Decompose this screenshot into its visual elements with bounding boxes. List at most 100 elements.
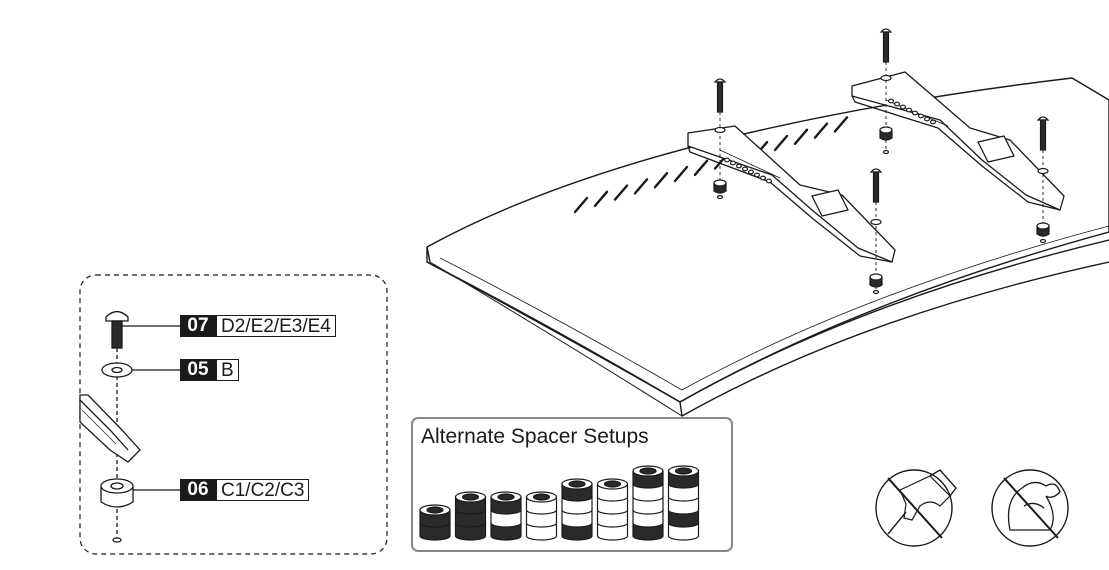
vent-slot xyxy=(793,128,809,146)
spacer-bore xyxy=(461,493,480,501)
no-power-drill-icon xyxy=(875,469,957,547)
spacer-bore xyxy=(426,506,444,514)
bracket-hole xyxy=(723,157,730,163)
spacer-stack xyxy=(525,491,558,541)
spacer-segment xyxy=(561,522,593,541)
detail-exploded-view xyxy=(79,310,180,543)
bracket-hole xyxy=(929,119,936,125)
bracket-hole xyxy=(917,113,924,119)
bracket-hole xyxy=(729,160,736,166)
spacer-segment xyxy=(632,483,664,502)
monitor-edge-bottom xyxy=(426,239,1109,403)
detail-callout-box xyxy=(79,274,388,555)
vent-slot xyxy=(653,171,669,189)
bracket-hole xyxy=(893,101,900,107)
part-label-05: 05 B xyxy=(180,359,239,381)
screw-shaft xyxy=(716,81,724,113)
spacer-segment xyxy=(596,522,629,541)
spacer-segment xyxy=(596,496,629,515)
part-number: 06 xyxy=(180,479,216,501)
washer-icon xyxy=(101,362,133,378)
vent-slot xyxy=(613,184,629,201)
part-label-07: 07 D2/E2/E3/E4 xyxy=(180,315,336,337)
screw-icon xyxy=(1036,116,1050,121)
spacer-segment xyxy=(561,509,593,528)
spacer-bore xyxy=(568,480,586,488)
spacer-stack xyxy=(561,478,593,541)
spacer-bore xyxy=(532,493,551,501)
spacer-stack xyxy=(419,504,451,541)
washer-icon xyxy=(1037,167,1049,175)
vent-slot xyxy=(633,178,649,195)
vent-slot xyxy=(773,134,789,152)
spacer-segment xyxy=(667,522,700,541)
hole-marker xyxy=(716,194,724,200)
hole-marker xyxy=(1039,238,1047,244)
no-excessive-force-icon xyxy=(991,469,1069,547)
part-codes: D2/E2/E3/E4 xyxy=(216,315,336,337)
spacer-segment xyxy=(490,509,522,528)
vent-slot xyxy=(673,165,689,183)
spacer-segment xyxy=(596,509,629,528)
spacer-segment xyxy=(632,522,664,541)
vent-slot xyxy=(813,122,829,139)
screw-shaft xyxy=(872,171,880,203)
part-codes: C1/C2/C3 xyxy=(216,479,310,501)
spacer-segment xyxy=(525,522,558,541)
spacer-stack xyxy=(490,491,522,541)
spacer-top xyxy=(713,179,727,187)
bracket-hole xyxy=(905,107,912,113)
bracket-hole xyxy=(759,175,766,181)
part-label-06: 06 C1/C2/C3 xyxy=(180,479,310,501)
spacer-segment xyxy=(667,496,700,515)
bracket-hole xyxy=(923,116,930,122)
spacer-bore xyxy=(674,467,693,475)
spacer-segment xyxy=(667,483,700,502)
spacer-bore xyxy=(603,480,622,488)
spacer-segment xyxy=(454,509,487,528)
screw-icon xyxy=(879,28,893,33)
spacer-segment xyxy=(632,509,664,528)
vent-slot xyxy=(833,116,849,133)
spacer-segment xyxy=(667,509,700,528)
spacer-top xyxy=(1036,222,1050,230)
bracket-hole xyxy=(735,163,742,169)
bracket-hole xyxy=(747,169,754,175)
screw-shaft xyxy=(1039,119,1047,151)
bracket-hole xyxy=(753,172,760,178)
part-number: 07 xyxy=(180,315,216,337)
part-codes: B xyxy=(216,359,239,381)
spacer-segment xyxy=(525,509,558,528)
spacer-segment xyxy=(454,522,487,541)
spacer-segment xyxy=(490,522,522,541)
spacer-setups-title: Alternate Spacer Setups xyxy=(421,425,649,448)
mount-hardware xyxy=(713,28,1050,295)
bracket-hole xyxy=(899,104,906,110)
washer-icon xyxy=(880,74,892,82)
spacer-top xyxy=(879,126,893,134)
washer-icon xyxy=(714,126,726,134)
screw-icon xyxy=(713,78,727,83)
vent-slot xyxy=(573,196,589,214)
bracket-fragment xyxy=(79,394,141,463)
spacer-top xyxy=(869,273,883,281)
spacer-bore xyxy=(497,493,515,501)
screw-shaft xyxy=(882,31,890,63)
spacer-stack xyxy=(667,465,700,541)
hole-marker xyxy=(112,537,122,543)
curved-monitor xyxy=(426,77,1109,417)
spacer-stack xyxy=(454,491,487,541)
bolt-icon xyxy=(105,310,129,349)
hole-marker xyxy=(882,149,890,155)
spacer-segment xyxy=(419,522,451,541)
part-number: 05 xyxy=(180,359,216,381)
spacer-stack xyxy=(596,478,629,541)
monitor-back-panel xyxy=(426,77,1109,403)
spacer-stack xyxy=(632,465,664,541)
monitor-edge-top xyxy=(426,246,431,263)
bracket-hole-rows xyxy=(723,98,936,184)
screw-icon xyxy=(869,168,883,173)
spacer-icon xyxy=(100,478,134,508)
bracket-hole xyxy=(911,110,918,116)
